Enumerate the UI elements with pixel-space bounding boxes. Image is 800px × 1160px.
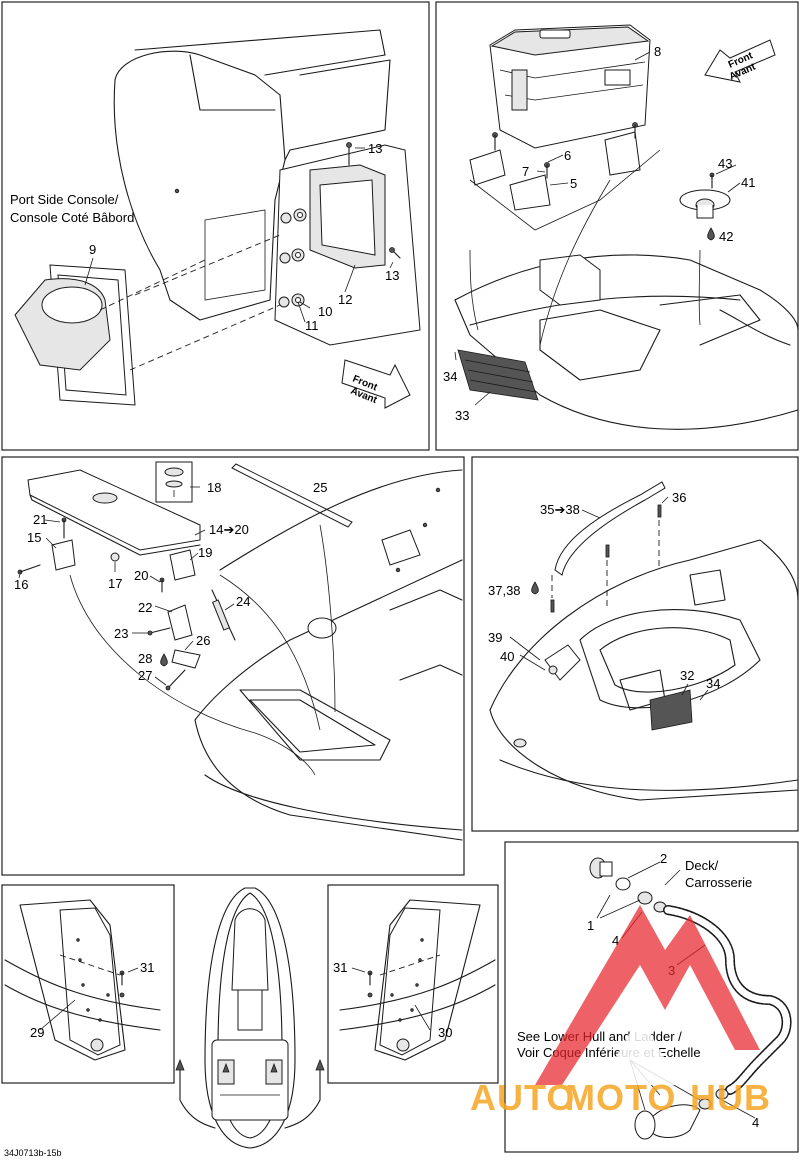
watermark-moto: MOTO bbox=[565, 1077, 676, 1118]
see-lower-hull-line2: Voir Coque Inférieure et Echelle bbox=[517, 1045, 701, 1060]
callout-25: 25 bbox=[313, 480, 327, 495]
callout-28: 28 bbox=[138, 651, 152, 666]
panel-left-side: 31 29 bbox=[1, 884, 175, 1084]
callout-17: 17 bbox=[108, 576, 122, 591]
watermark-hub: HUB bbox=[690, 1077, 771, 1118]
callout-4a: 4 bbox=[612, 933, 619, 948]
callout-13a: 13 bbox=[368, 141, 382, 156]
front-direction-arrow: Front Avant bbox=[341, 359, 411, 409]
figure-code: 34J0713b-15b bbox=[4, 1148, 62, 1158]
callout-20: 20 bbox=[134, 568, 148, 583]
bolt-13b-icon bbox=[389, 247, 401, 259]
callout-2: 2 bbox=[660, 851, 667, 866]
callout-18: 18 bbox=[207, 480, 221, 495]
callout-43: 43 bbox=[718, 156, 732, 171]
cooler-icon bbox=[489, 24, 651, 149]
callout-42: 42 bbox=[719, 229, 733, 244]
callout-19: 19 bbox=[198, 545, 212, 560]
callout-23: 23 bbox=[114, 626, 128, 641]
sealant-drop-icon-2 bbox=[160, 653, 168, 667]
callout-31-right: 31 bbox=[333, 960, 347, 975]
callout-22: 22 bbox=[138, 600, 152, 615]
callout-27: 27 bbox=[138, 668, 152, 683]
callout-14-20: 14➔20 bbox=[209, 522, 249, 537]
callout-39: 39 bbox=[488, 630, 502, 645]
callout-5: 5 bbox=[570, 176, 577, 191]
callout-1: 1 bbox=[587, 918, 594, 933]
callout-6: 6 bbox=[564, 148, 571, 163]
console-label-line1: Port Side Console/ bbox=[10, 192, 119, 207]
callout-13b: 13 bbox=[385, 268, 399, 283]
callout-35-38: 35➔38 bbox=[540, 502, 580, 517]
callout-33: 33 bbox=[455, 408, 469, 423]
callout-24: 24 bbox=[236, 594, 250, 609]
callout-36: 36 bbox=[672, 490, 686, 505]
drain-fitting-icon bbox=[589, 857, 667, 913]
sealant-drop-icon bbox=[707, 227, 715, 241]
access-hatch-icon bbox=[14, 264, 136, 406]
vent-grille-icon-2 bbox=[649, 689, 693, 731]
plug-inset-icon bbox=[155, 461, 193, 503]
callout-37-38: 37,38 bbox=[488, 583, 521, 598]
callout-7: 7 bbox=[522, 164, 529, 179]
see-lower-hull-line1: See Lower Hull and Ladder / bbox=[517, 1029, 682, 1044]
deck-label-line1: Deck/ bbox=[685, 858, 719, 873]
callout-11: 11 bbox=[305, 318, 319, 333]
callout-29: 29 bbox=[30, 1025, 44, 1040]
front-direction-arrow-2: Front Avant bbox=[704, 39, 776, 83]
panel-right-side: 31 30 bbox=[327, 884, 499, 1084]
callout-10: 10 bbox=[318, 304, 332, 319]
callout-15: 15 bbox=[27, 530, 41, 545]
watermark-logo: AUTO MOTO HUB bbox=[470, 905, 771, 1118]
panel-top-view bbox=[175, 887, 325, 1149]
callout-12: 12 bbox=[338, 292, 352, 307]
sealant-drop-icon-3 bbox=[531, 581, 539, 595]
callout-8: 8 bbox=[654, 44, 661, 59]
panel-port-side-console: Front Avant Port Side Console/ Console C… bbox=[1, 1, 430, 451]
callout-4b: 4 bbox=[752, 1115, 759, 1130]
panel-rear-storage: 35➔38 36 37,38 39 40 32 34 bbox=[471, 456, 799, 832]
vent-grille-icon bbox=[457, 349, 539, 401]
callout-40: 40 bbox=[500, 649, 514, 664]
bolt-13-icon bbox=[346, 142, 352, 166]
callout-31-left: 31 bbox=[140, 960, 154, 975]
callout-30: 30 bbox=[438, 1025, 452, 1040]
cup-holder-icon bbox=[679, 172, 731, 219]
callout-32: 32 bbox=[680, 668, 694, 683]
panel-glove-box: 18 25 21 15 14➔20 19 16 17 20 22 24 23 2… bbox=[1, 456, 465, 876]
callout-16: 16 bbox=[14, 577, 28, 592]
console-label-line2: Console Coté Bâbord bbox=[10, 210, 134, 225]
callout-21: 21 bbox=[33, 512, 47, 527]
deck-label-line2: Carrosserie bbox=[685, 875, 752, 890]
callout-26: 26 bbox=[196, 633, 210, 648]
callout-9: 9 bbox=[89, 242, 96, 257]
callout-34-b: 34 bbox=[706, 676, 720, 691]
callout-34: 34 bbox=[443, 369, 457, 384]
panel-cooler-storage: Front Avant 8 6 7 5 43 41 42 34 33 bbox=[435, 1, 799, 451]
callout-41: 41 bbox=[741, 175, 755, 190]
watermark-auto: AUTO bbox=[470, 1077, 575, 1118]
